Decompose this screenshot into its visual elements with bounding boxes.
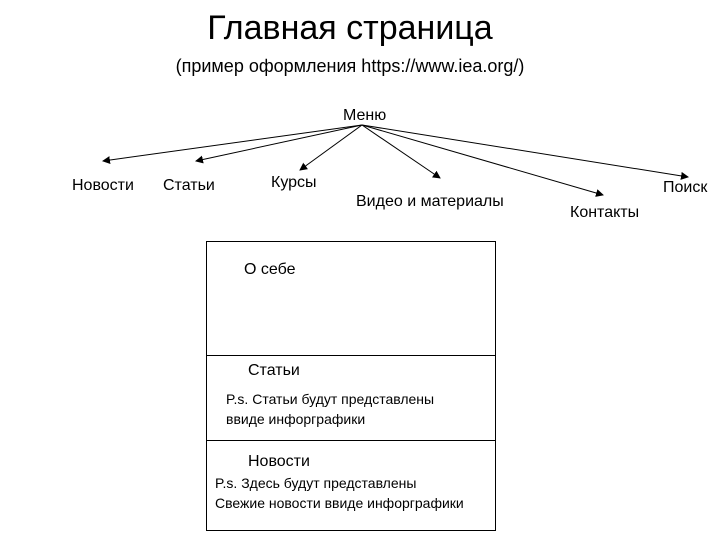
- section-news-note-2: Свежие новости ввиде инфорграфики: [215, 495, 464, 511]
- menu-item-video[interactable]: Видео и материалы: [356, 193, 504, 210]
- section-divider: [207, 440, 495, 441]
- menu-item-articles[interactable]: Статьи: [163, 177, 215, 194]
- arrow-to-contacts: [361, 124, 604, 197]
- page-title: Главная страница: [207, 9, 493, 47]
- arrow-to-search: [361, 124, 689, 180]
- menu-item-contacts[interactable]: Контакты: [570, 204, 640, 221]
- menu-item-search[interactable]: Поиск: [663, 179, 708, 196]
- section-articles-note-2: ввиде инфорграфики: [226, 411, 366, 427]
- menu-item-news[interactable]: Новости: [72, 177, 134, 194]
- page-layout-box: О себе Статьи P.s. Статьи будут представ…: [206, 241, 496, 531]
- section-about-title: О себе: [244, 261, 296, 278]
- arrow-to-video: [361, 124, 441, 179]
- section-articles-title: Статьи: [248, 362, 300, 379]
- arrow-to-courses: [299, 124, 363, 171]
- menu-root-label: Меню: [343, 107, 387, 124]
- section-divider: [207, 355, 495, 356]
- page-subtitle: (пример оформления https://www.iea.org/): [175, 56, 525, 76]
- arrow-to-articles: [195, 124, 363, 164]
- section-news-title: Новости: [248, 453, 310, 470]
- section-articles-note-1: P.s. Статьи будут представлены: [226, 391, 435, 407]
- menu-item-courses[interactable]: Курсы: [271, 174, 317, 191]
- section-news-note-1: P.s. Здесь будут представлены: [215, 475, 417, 491]
- arrow-to-news: [102, 124, 363, 164]
